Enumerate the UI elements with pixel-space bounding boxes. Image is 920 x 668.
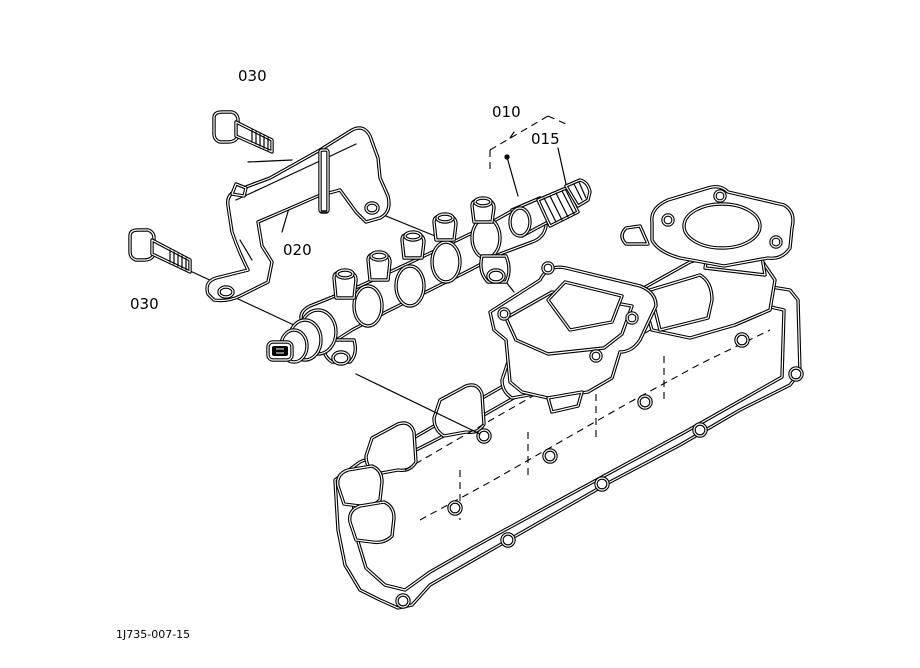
pressure-limiter-015: [536, 178, 592, 228]
figure-code: 1J735-007-15: [116, 628, 191, 641]
callout-030-top: 030: [238, 67, 267, 85]
callout-010: 010: [492, 103, 521, 121]
rail-outlets: [332, 196, 496, 300]
bolt-030-bottom: [128, 228, 192, 274]
callout-assembly-bracket: [489, 115, 567, 197]
mixer-housing: [488, 261, 658, 414]
callout-030-bottom: 030: [130, 295, 159, 313]
common-rail-010: [299, 196, 550, 366]
bolt-030-top: [212, 110, 274, 154]
intake-elbow: [620, 184, 795, 340]
bracket-020: [205, 126, 391, 303]
callout-020: 020: [283, 241, 312, 259]
flange-bolt-holes: [395, 332, 804, 609]
rail-pressure-sensor: [266, 308, 338, 364]
callout-015: 015: [531, 130, 560, 148]
